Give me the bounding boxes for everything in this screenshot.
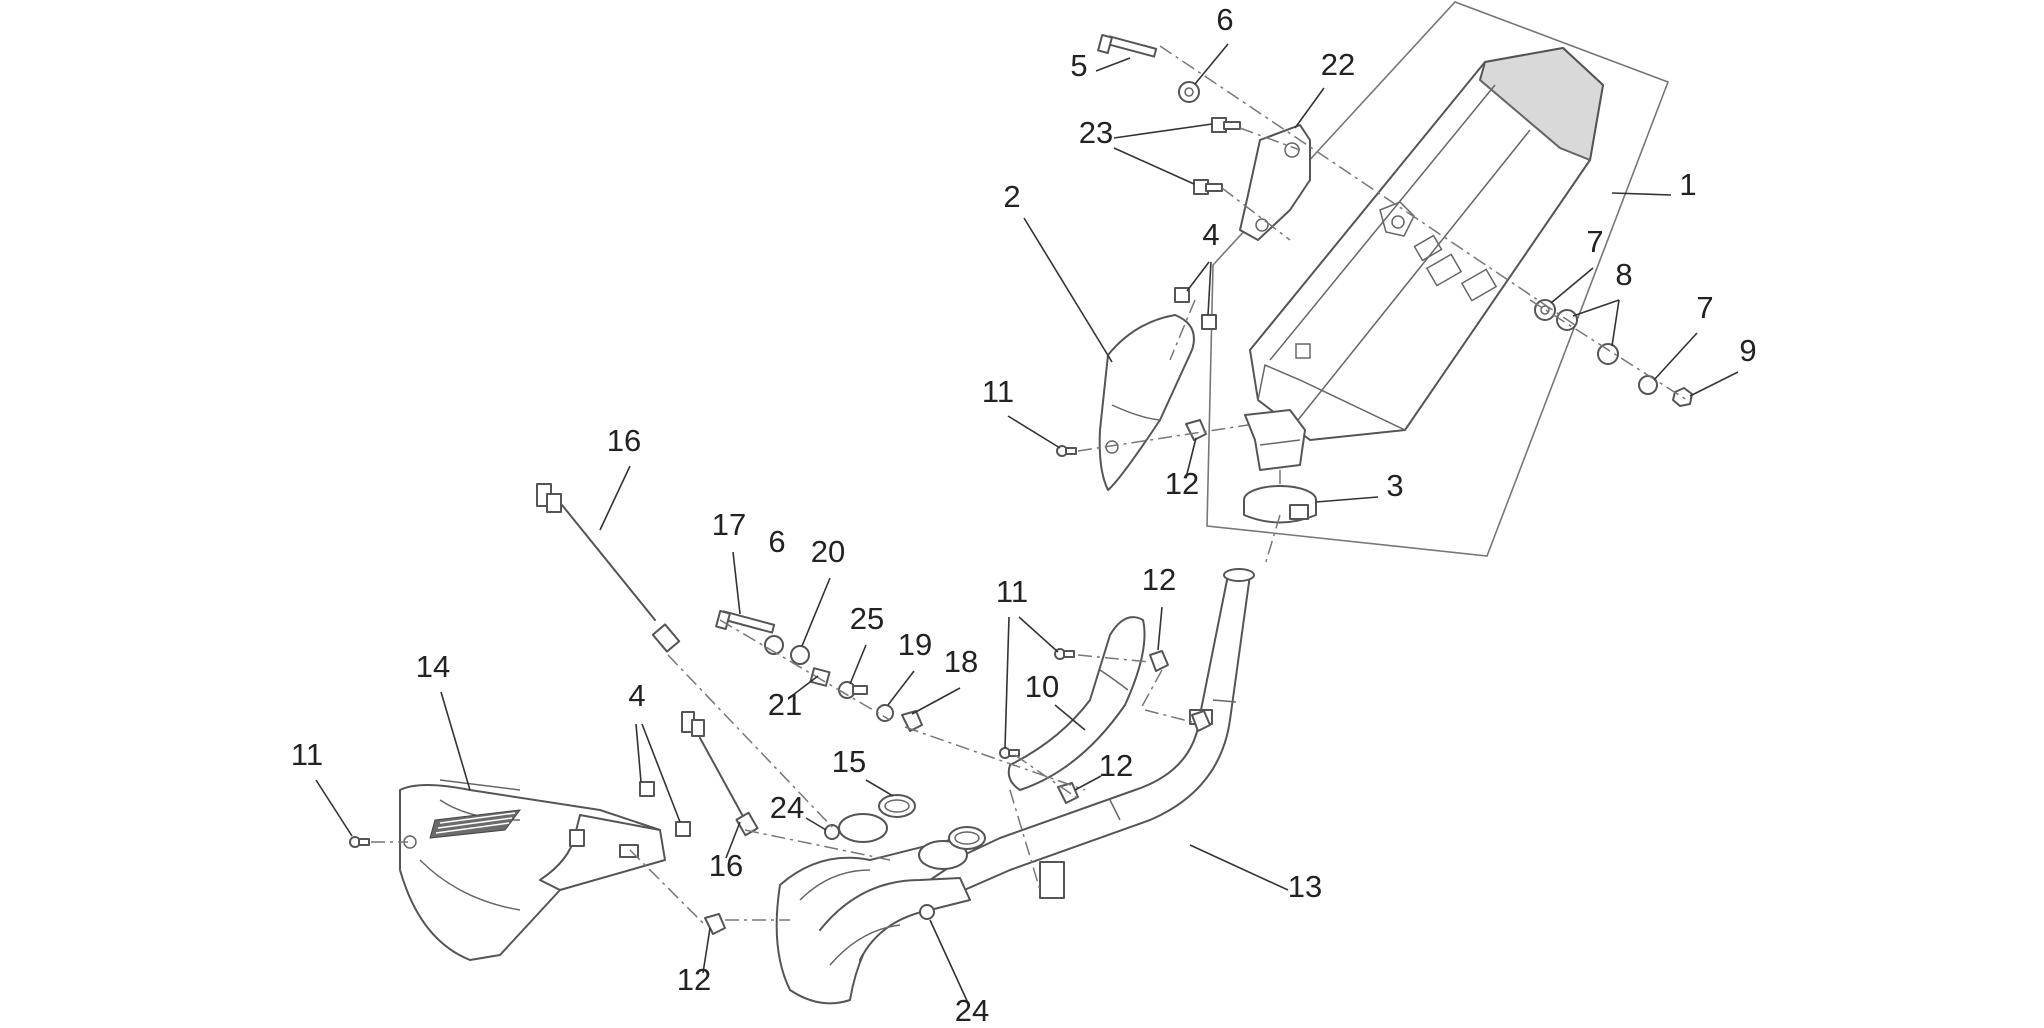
callout-7: 7 (1586, 224, 1603, 259)
gasket-15-a (878, 794, 916, 818)
clip-12-upper-mid (1149, 650, 1169, 672)
nut-24-b (919, 904, 935, 920)
callout-11: 11 (996, 574, 1028, 609)
lambda-sensor-lower (681, 711, 759, 837)
callout-15: 15 (832, 744, 866, 779)
screw-11-left (349, 836, 370, 848)
rubber-20 (790, 645, 810, 665)
callout-20: 20 (811, 534, 845, 569)
callout-11: 11 (291, 737, 323, 772)
bolt-5 (1097, 33, 1158, 58)
callout-10: 10 (1025, 669, 1059, 704)
alignment-lines (371, 45, 1691, 926)
callout-4: 4 (628, 678, 645, 713)
callout-12: 12 (1142, 562, 1176, 597)
callout-13: 13 (1288, 869, 1322, 904)
screw-23-lower (1193, 179, 1223, 195)
silencer-muffler (1249, 47, 1604, 441)
silencer-heat-shield (1098, 314, 1195, 491)
callout-number-layer: 1234456677891011111112121212131415161617… (291, 2, 1757, 1028)
screw-11-upper-mid (1054, 648, 1075, 660)
grommet-4-upper-b (1201, 314, 1217, 330)
lambda-sensor-upper (536, 483, 681, 653)
exhaust-header-manifold (775, 813, 1065, 1005)
grommet-4-lower-b (675, 821, 691, 837)
silencer-mounting-bracket (1239, 124, 1311, 241)
callout-17: 17 (712, 507, 746, 542)
link-pipe-heat-shield (1007, 616, 1146, 791)
callout-5: 5 (1070, 48, 1087, 83)
callout-7: 7 (1696, 290, 1713, 325)
callout-12: 12 (1165, 466, 1199, 501)
callout-16: 16 (607, 423, 641, 458)
callout-8: 8 (1615, 257, 1632, 292)
callout-25: 25 (850, 601, 884, 636)
callout-16: 16 (709, 848, 743, 883)
callout-12: 12 (1099, 748, 1133, 783)
silencer-inlet-pipe (1244, 409, 1306, 471)
bolt-17 (715, 609, 776, 634)
grommet-4-upper-a (1174, 287, 1190, 303)
rubber-washer-6 (1178, 81, 1200, 103)
clip-12-link-pipe (1191, 710, 1211, 732)
callout-12: 12 (677, 962, 711, 997)
heat-shield-vent-slots (429, 809, 522, 839)
washer-19 (876, 704, 894, 722)
clip-12-lower-left (704, 913, 726, 935)
bolt-25 (838, 681, 868, 699)
clip-18 (901, 710, 923, 732)
callout-24: 24 (770, 790, 804, 825)
exhaust-clamp (1243, 485, 1317, 524)
callout-21: 21 (768, 687, 802, 722)
callout-11: 11 (982, 374, 1014, 409)
grommet-4-lower-a (639, 781, 655, 797)
callout-4: 4 (1202, 217, 1219, 252)
leader-lines (315, 43, 1739, 1004)
callout-24: 24 (955, 993, 989, 1028)
callout-6: 6 (1216, 2, 1233, 37)
header-heat-shield (399, 779, 666, 961)
nut-24-a (824, 824, 840, 840)
screw-23-upper (1211, 117, 1241, 133)
callout-19: 19 (898, 627, 932, 662)
callout-14: 14 (416, 649, 450, 684)
callout-3: 3 (1386, 468, 1403, 503)
rubber-8-b (1597, 343, 1619, 365)
screw-11-lower-mid (999, 747, 1020, 759)
washer-7-a (1534, 299, 1556, 321)
clip-12-shield (1185, 419, 1207, 441)
callout-9: 9 (1739, 333, 1756, 368)
spacer-21 (809, 667, 831, 687)
callout-22: 22 (1321, 47, 1355, 82)
gasket-15-b (948, 826, 986, 850)
nut-9 (1672, 387, 1693, 407)
callout-23: 23 (1079, 115, 1113, 150)
screw-11-shield (1056, 445, 1077, 457)
callout-6: 6 (768, 524, 785, 559)
callout-18: 18 (944, 644, 978, 679)
callout-1: 1 (1679, 167, 1696, 202)
callout-2: 2 (1003, 179, 1020, 214)
